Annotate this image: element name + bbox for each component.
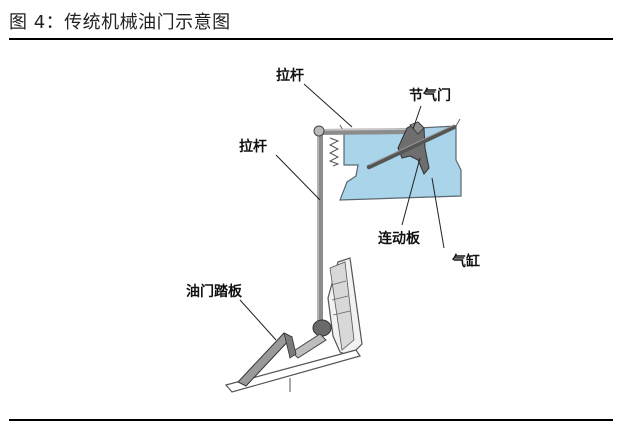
- label-cylinder: 气缸: [451, 253, 480, 270]
- figure-title: 图 4：传统机械油门示意图: [9, 12, 231, 33]
- bottom-rule: [9, 419, 613, 421]
- leader-lines: [239, 83, 445, 341]
- label-throttle-pedal: 油门踏板: [186, 283, 243, 300]
- cylinder-body: [339, 118, 462, 201]
- pedal-pivot: [312, 319, 332, 337]
- label-linkage-plate: 连动板: [378, 230, 421, 247]
- title-rule: [9, 38, 613, 40]
- cylinder-shape: [339, 125, 462, 201]
- rod-joint-top: [313, 125, 325, 137]
- pull-rod-horizontal: [315, 128, 415, 135]
- floor-line: [224, 349, 361, 393]
- label-pull-rod-top: 拉杆: [276, 67, 304, 84]
- label-throttle-valve: 节气门: [409, 87, 451, 104]
- throttle-valve-plate: [366, 124, 457, 170]
- pedal-housing: [327, 257, 363, 357]
- return-spring: [328, 137, 340, 167]
- pedal-arm: [291, 333, 327, 359]
- label-pull-rod-vertical: 拉杆: [239, 138, 267, 155]
